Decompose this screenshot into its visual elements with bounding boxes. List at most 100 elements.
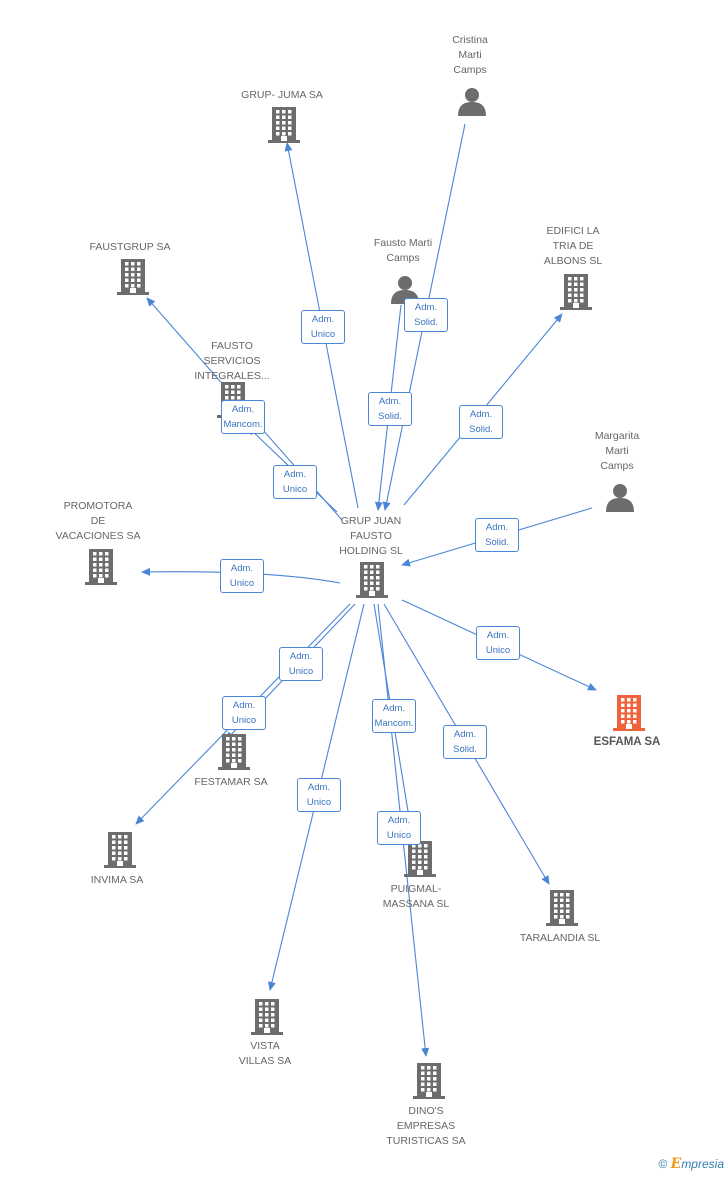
node-label-puigmal[interactable]: PUIGMAL- MASSANA SL: [383, 882, 450, 912]
role-badge-text: Solid.: [414, 317, 438, 328]
role-badge-text: Adm.: [453, 729, 477, 740]
building-icon-graphic: [117, 259, 149, 295]
person-icon[interactable]: [457, 87, 487, 122]
role-badge-text: Adm.: [469, 409, 493, 420]
role-badge-text: Adm.: [307, 782, 331, 793]
building-icon-graphic: [218, 734, 250, 770]
role-badge[interactable]: Adm.Solid.: [368, 392, 412, 426]
node-label-fausto-serv[interactable]: FAUSTO SERVICIOS INTEGRALES...: [194, 339, 269, 384]
focus-company-icon-graphic: [613, 695, 645, 731]
building-icon[interactable]: [218, 734, 250, 775]
role-badge-text: Solid.: [469, 424, 493, 435]
role-badge[interactable]: Adm. Solid.: [404, 298, 448, 332]
role-badge-text: Adm.: [311, 314, 335, 325]
role-badge-text: Adm.: [382, 703, 406, 714]
building-icon[interactable]: [268, 107, 300, 148]
building-icon[interactable]: [104, 832, 136, 873]
role-badge-text: Unico: [310, 329, 336, 340]
node-label-line: INTEGRALES...: [194, 370, 270, 382]
role-badge-text: Unico: [386, 830, 412, 841]
role-badge-text: Mancom.: [223, 419, 263, 430]
role-badge-text: Unico: [282, 484, 308, 495]
building-icon-graphic: [104, 832, 136, 868]
node-label-grupjuma[interactable]: GRUP- JUMA SA: [241, 88, 323, 103]
brand-initial: E: [670, 1156, 682, 1172]
role-badge-text: Unico: [485, 645, 511, 656]
role-badge[interactable]: Adm. Solid.: [475, 518, 519, 552]
building-icon[interactable]: [546, 890, 578, 931]
node-label-line: PROMOTORA: [63, 500, 133, 512]
role-badge-text: Adm.: [486, 630, 510, 641]
role-badge-text: Mancom.: [374, 718, 414, 729]
node-label-festamar[interactable]: FESTAMAR SA: [194, 775, 267, 790]
node-label-line: ESFAMA SA: [593, 736, 661, 748]
brand-name: mpresia: [681, 1157, 724, 1171]
role-badge[interactable]: Adm.Unico: [279, 647, 323, 681]
role-badge[interactable]: Adm.Unico: [220, 559, 264, 593]
node-label-line: DE: [90, 515, 106, 527]
building-icon[interactable]: [251, 999, 283, 1040]
building-icon[interactable]: [413, 1063, 445, 1104]
focus-company-icon[interactable]: [613, 695, 645, 736]
role-badge[interactable]: Adm. Solid.: [443, 725, 487, 759]
role-badge[interactable]: Adm. Solid.: [459, 405, 503, 439]
role-badge-text: Unico: [229, 578, 255, 589]
building-icon-graphic: [404, 841, 436, 877]
role-badge[interactable]: Adm.Unico: [377, 811, 421, 845]
node-label-invima[interactable]: INVIMA SA: [91, 873, 144, 888]
role-badge[interactable]: Adm. Mancom.: [372, 699, 416, 733]
role-badge[interactable]: Adm.Mancom.: [221, 400, 265, 434]
building-icon[interactable]: [85, 549, 117, 590]
building-icon-graphic: [356, 562, 388, 598]
footer-brand: © Empresia: [658, 1156, 724, 1172]
node-label-line: FESTAMAR SA: [194, 776, 268, 788]
building-icon[interactable]: [404, 841, 436, 882]
node-label-line: GRUP- JUMA SA: [241, 89, 323, 101]
copyright-symbol: ©: [658, 1157, 668, 1171]
role-badge-text: Solid.: [453, 744, 477, 755]
building-icon-graphic: [546, 890, 578, 926]
node-label-line: Camps: [453, 64, 487, 76]
node-label-esfama[interactable]: ESFAMA SA: [594, 735, 661, 750]
person-icon-graphic: [458, 88, 486, 116]
role-badge[interactable]: Adm.Unico: [273, 465, 317, 499]
node-label-line: SERVICIOS: [203, 355, 261, 367]
role-badge[interactable]: Adm. Unico: [476, 626, 520, 660]
node-label-line: Cristina: [452, 34, 488, 46]
node-label-line: MASSANA SL: [382, 898, 450, 910]
node-label-taralandia[interactable]: TARALANDIA SL: [520, 931, 600, 946]
node-label-line: GRUP JUAN: [340, 515, 402, 527]
role-badge[interactable]: Adm. Unico: [297, 778, 341, 812]
role-badge[interactable]: Adm.Unico: [222, 696, 266, 730]
building-icon[interactable]: [356, 562, 388, 603]
role-badge[interactable]: Adm. Unico: [301, 310, 345, 344]
node-label-line: TURISTICAS SA: [386, 1135, 466, 1147]
person-icon-graphic: [606, 484, 634, 512]
role-badge-text: Adm.: [414, 302, 438, 313]
node-label-line: PUIGMAL-: [390, 883, 442, 895]
role-badge-text: Adm.: [232, 700, 256, 711]
node-label-line: TRIA DE: [552, 240, 594, 252]
building-icon-graphic: [413, 1063, 445, 1099]
node-label-line: Margarita: [594, 430, 640, 442]
node-label-line: INVIMA SA: [90, 874, 144, 886]
node-label-line: FAUSTO: [211, 340, 253, 352]
role-badge-text: Solid.: [485, 537, 509, 548]
building-icon[interactable]: [560, 274, 592, 315]
role-badge-text: Adm.: [485, 522, 509, 533]
node-label-faustgrup[interactable]: FAUSTGRUP SA: [90, 240, 171, 255]
role-badge-text: Unico: [306, 797, 332, 808]
node-label-line: EMPRESAS: [396, 1120, 456, 1132]
building-icon[interactable]: [117, 259, 149, 300]
person-icon[interactable]: [605, 483, 635, 518]
role-badge-text: Adm.: [378, 396, 402, 407]
